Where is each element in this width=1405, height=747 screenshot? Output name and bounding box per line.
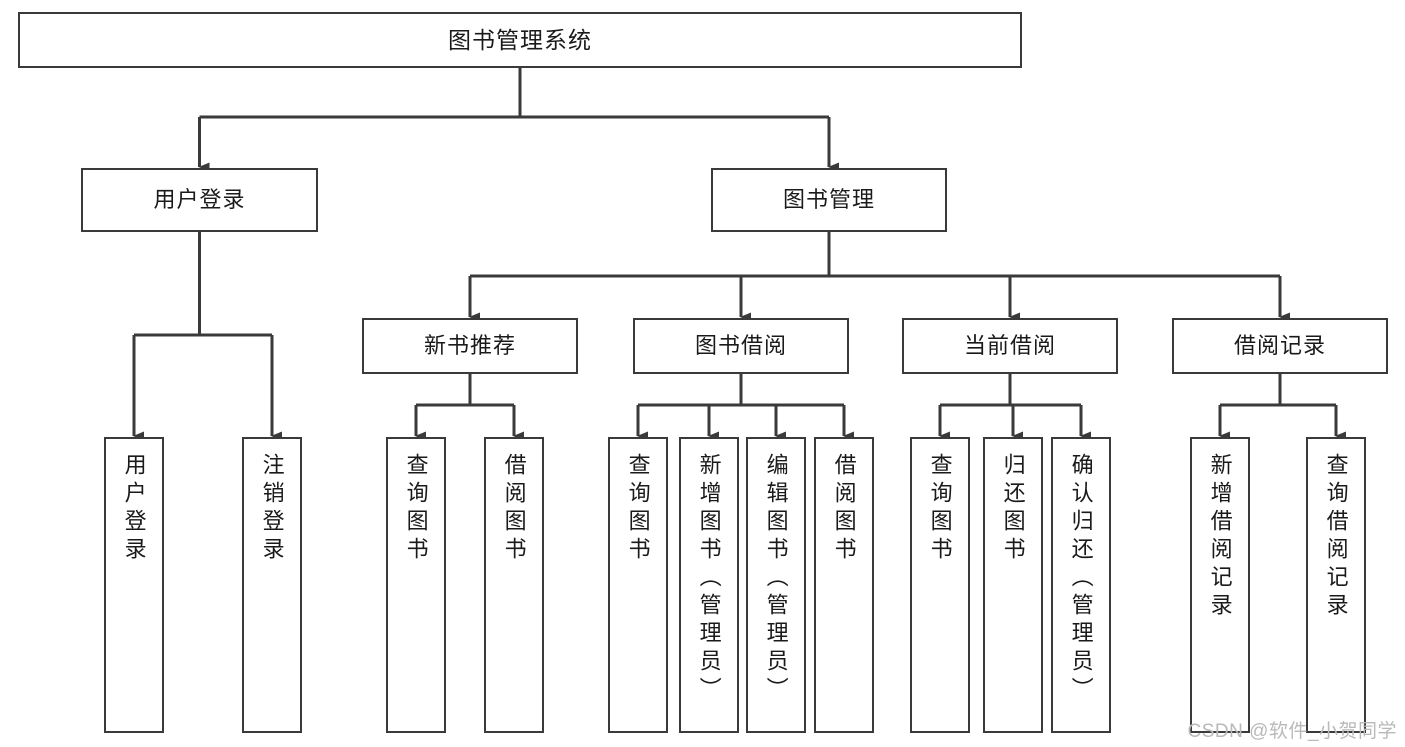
node-label: 新书推荐 [423,333,516,359]
node-label: 查询借阅记录 [1323,453,1349,621]
node-label: 借阅记录 [1233,333,1326,359]
node-new-book-rec[interactable]: 新书推荐 [362,318,578,374]
node-label: 编辑图书（管理员） [763,453,789,705]
node-label: 查询图书 [403,453,429,565]
node-label: 借阅图书 [501,453,527,565]
node-leaf-query-book-2[interactable]: 查询图书 [608,437,668,733]
node-label: 用户登录 [153,187,246,213]
node-label: 新增图书（管理员） [696,453,722,705]
node-borrow-record[interactable]: 借阅记录 [1172,318,1388,374]
node-label: 查询图书 [625,453,651,565]
node-leaf-add-book[interactable]: 新增图书（管理员） [679,437,739,733]
node-book-manage[interactable]: 图书管理 [711,168,947,232]
node-label: 新增借阅记录 [1207,453,1233,621]
node-leaf-user-logout[interactable]: 注销登录 [242,437,302,733]
node-label: 注销登录 [259,453,285,565]
edges-group [132,68,1346,441]
node-root[interactable]: 图书管理系统 [18,12,1022,68]
node-label: 确认归还（管理员） [1068,453,1094,705]
node-current-borrow[interactable]: 当前借阅 [902,318,1118,374]
node-label: 图书管理 [782,187,875,213]
node-label: 当前借阅 [963,333,1056,359]
node-book-borrow[interactable]: 图书借阅 [633,318,849,374]
node-leaf-return-book[interactable]: 归还图书 [983,437,1043,733]
node-label: 借阅图书 [831,453,857,565]
node-label: 图书管理系统 [448,26,592,53]
node-leaf-query-record[interactable]: 查询借阅记录 [1306,437,1366,733]
node-leaf-query-book-1[interactable]: 查询图书 [386,437,446,733]
node-leaf-user-login[interactable]: 用户登录 [104,437,164,733]
node-leaf-add-record[interactable]: 新增借阅记录 [1190,437,1250,733]
node-label: 图书借阅 [694,333,787,359]
watermark-label: CSDN @软件_小贺同学 [1187,721,1397,742]
node-user-login[interactable]: 用户登录 [81,168,318,232]
node-leaf-query-book-3[interactable]: 查询图书 [910,437,970,733]
node-leaf-confirm-return[interactable]: 确认归还（管理员） [1051,437,1111,733]
node-leaf-borrow-book-1[interactable]: 借阅图书 [484,437,544,733]
node-label: 用户登录 [121,453,147,565]
node-leaf-edit-book[interactable]: 编辑图书（管理员） [746,437,806,733]
node-label: 查询图书 [927,453,953,565]
node-leaf-borrow-book-2[interactable]: 借阅图书 [814,437,874,733]
node-label: 归还图书 [1000,453,1026,565]
